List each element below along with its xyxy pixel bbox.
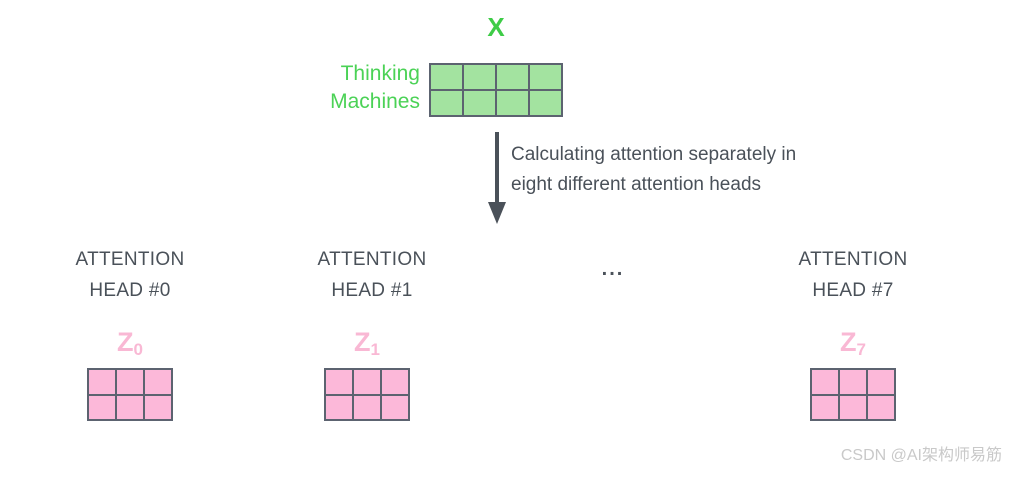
attention-head-0-output-matrix xyxy=(87,368,173,421)
down-arrow-icon xyxy=(488,132,506,224)
z0-subscript: 0 xyxy=(133,340,143,359)
matrix-cell xyxy=(326,395,352,419)
matrix-cell xyxy=(354,370,380,394)
matrix-cell xyxy=(497,91,528,115)
matrix-cell xyxy=(868,395,894,419)
matrix-cell xyxy=(117,370,143,394)
matrix-cell xyxy=(868,370,894,394)
heads-ellipsis: ... xyxy=(601,258,625,280)
attention-head-1-title-line-2: HEAD #1 xyxy=(331,280,413,301)
attention-head-7-output-label: Z7 xyxy=(793,325,913,363)
matrix-cell xyxy=(89,395,115,419)
z7-subscript: 7 xyxy=(856,340,866,359)
attention-head-1-output-label: Z1 xyxy=(307,325,427,363)
matrix-cell xyxy=(145,370,171,394)
attention-head-1-output-matrix xyxy=(324,368,410,421)
matrix-cell xyxy=(89,370,115,394)
watermark: CSDN @AI架构师易筋 xyxy=(840,447,1002,464)
input-word-labels: Thinking Machines xyxy=(220,60,420,116)
matrix-cell xyxy=(812,370,838,394)
arrow-caption-line-1: Calculating attention separately in xyxy=(511,144,797,165)
attention-head-7-output-matrix xyxy=(810,368,896,421)
matrix-cell xyxy=(840,370,866,394)
attention-head-7-title-line-1: ATTENTION xyxy=(798,249,908,270)
matrix-cell xyxy=(464,91,495,115)
attention-head-0-title-line-2: HEAD #0 xyxy=(89,280,171,301)
z1-subscript: 1 xyxy=(370,340,380,359)
matrix-cell xyxy=(354,395,380,419)
attention-head-0-title-line-1: ATTENTION xyxy=(75,249,185,270)
attention-head-1-title-line-1: ATTENTION xyxy=(317,249,427,270)
attention-head-1-title: ATTENTION HEAD #1 xyxy=(262,244,482,306)
input-word-label-thinking: Thinking xyxy=(340,62,420,85)
input-word-label-machines: Machines xyxy=(330,90,420,113)
arrow-caption: Calculating attention separately in eigh… xyxy=(511,140,911,200)
input-matrix-title: X xyxy=(487,12,505,42)
z7-base: Z xyxy=(840,327,857,357)
matrix-cell xyxy=(117,395,143,419)
matrix-cell xyxy=(326,370,352,394)
matrix-cell xyxy=(431,91,462,115)
attention-head-0-title: ATTENTION HEAD #0 xyxy=(20,244,240,306)
matrix-cell xyxy=(382,370,408,394)
matrix-cell xyxy=(464,65,495,89)
matrix-cell xyxy=(812,395,838,419)
input-matrix-x xyxy=(429,63,563,117)
attention-head-0-output-label: Z0 xyxy=(70,325,190,363)
z0-base: Z xyxy=(117,327,134,357)
attention-head-7-title: ATTENTION HEAD #7 xyxy=(743,244,963,306)
z1-base: Z xyxy=(354,327,371,357)
matrix-cell xyxy=(431,65,462,89)
matrix-cell xyxy=(145,395,171,419)
arrow-caption-line-2: eight different attention heads xyxy=(511,174,762,195)
matrix-cell xyxy=(840,395,866,419)
matrix-cell xyxy=(530,91,561,115)
matrix-cell xyxy=(530,65,561,89)
attention-head-7-title-line-2: HEAD #7 xyxy=(812,280,894,301)
matrix-cell xyxy=(497,65,528,89)
matrix-cell xyxy=(382,395,408,419)
